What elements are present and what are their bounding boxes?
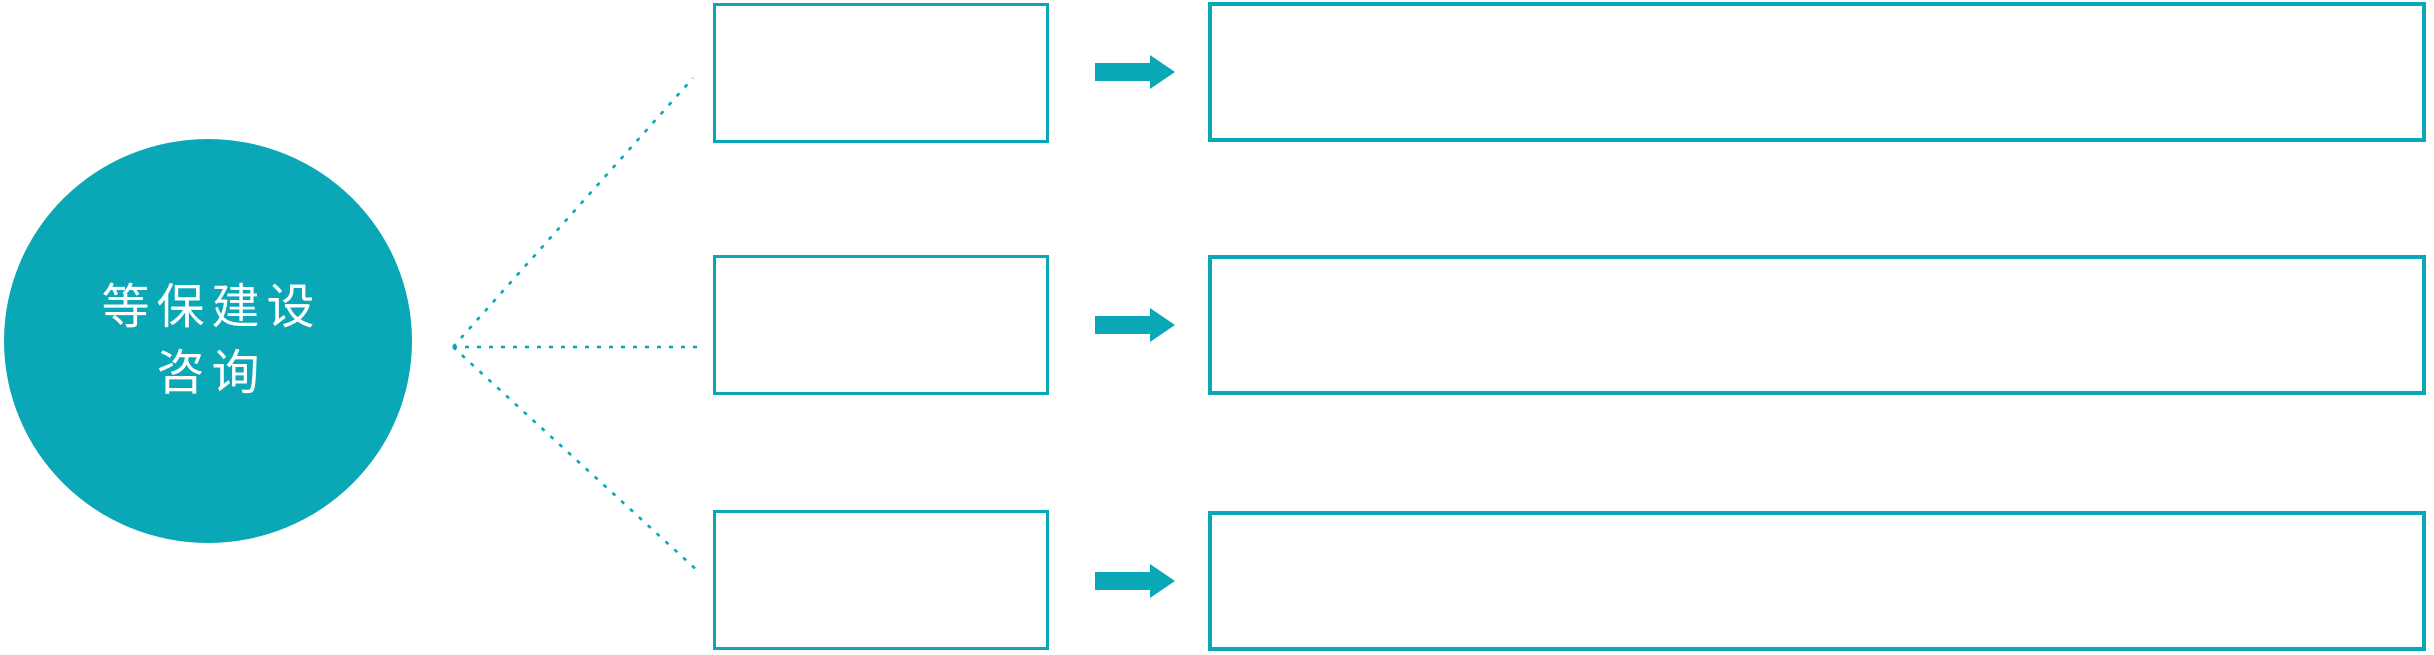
middle-box-row3 (713, 510, 1049, 650)
right-arrow-icon (1095, 307, 1175, 343)
connector-bottom-line (452, 346, 701, 574)
hub-circle: 等保建设 咨询 (4, 139, 412, 543)
connector-top-line (452, 77, 694, 348)
middle-box-row2 (713, 255, 1049, 395)
right-arrow-icon (1095, 54, 1175, 90)
hub-label-line1: 等保建设 (101, 281, 322, 334)
right-arrow-icon (1095, 563, 1175, 599)
detail-box-row1 (1208, 2, 2426, 142)
detail-box-row2 (1208, 255, 2426, 395)
hub-label-line2: 咨询 (156, 347, 267, 400)
middle-box-row1 (713, 3, 1049, 143)
detail-box-row3 (1208, 511, 2426, 651)
